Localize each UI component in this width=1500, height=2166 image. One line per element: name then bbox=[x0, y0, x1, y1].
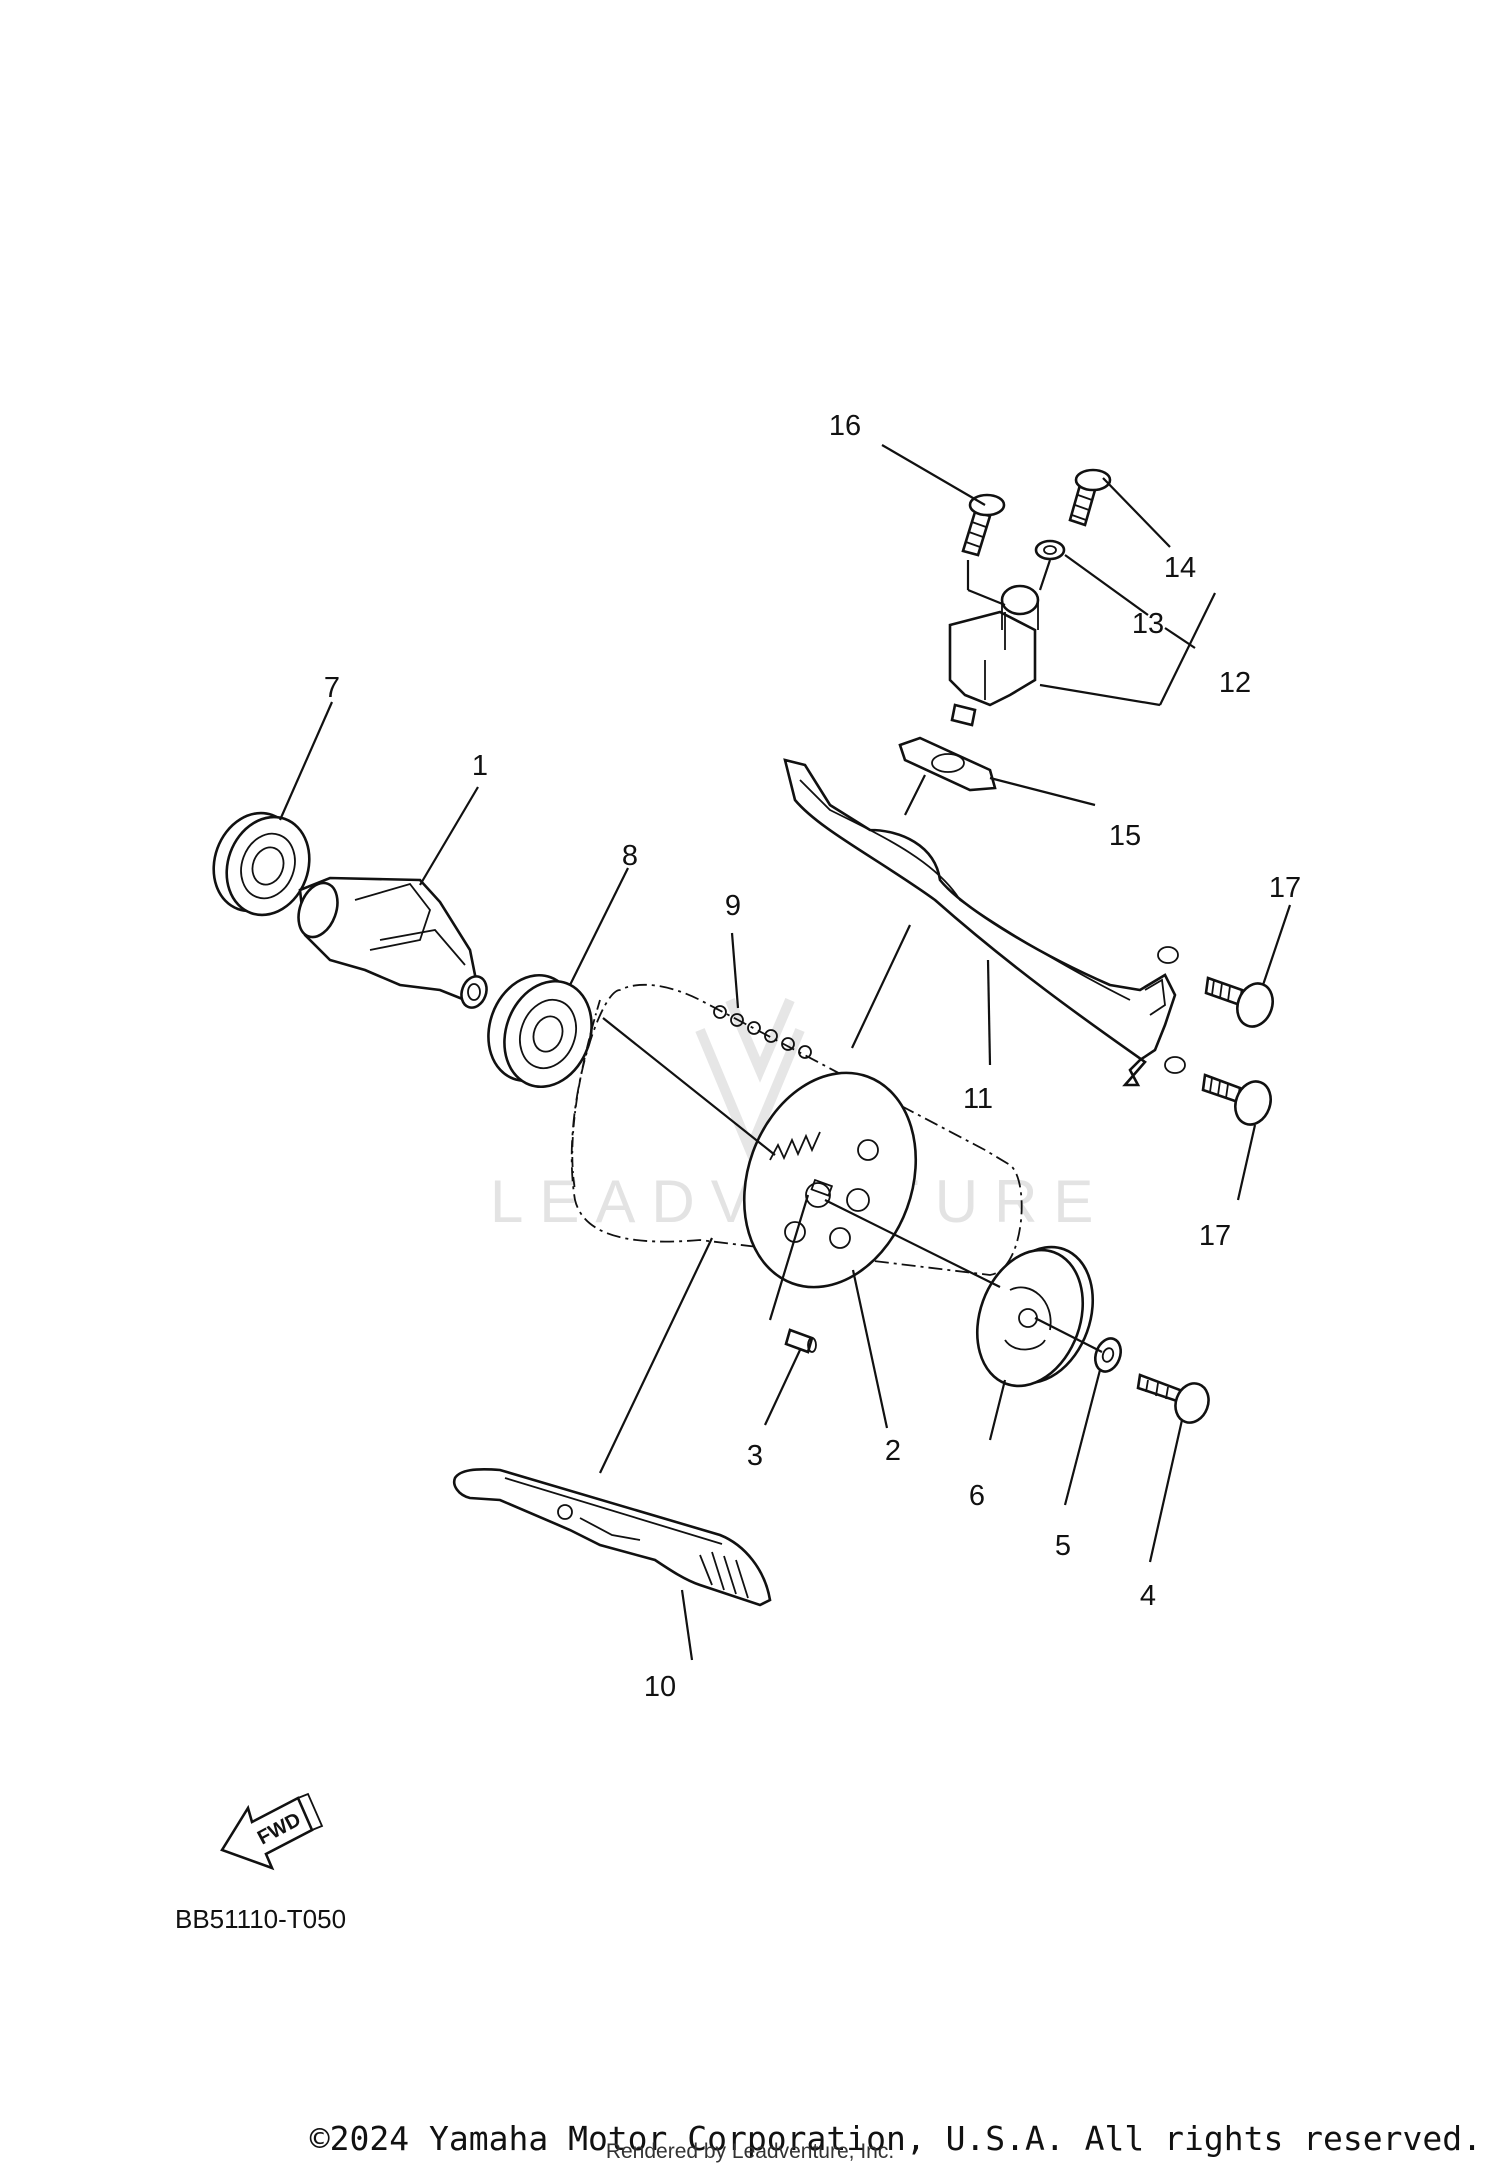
callout-10[interactable]: 10 bbox=[644, 1671, 676, 1703]
callout-12[interactable]: 12 bbox=[1219, 667, 1251, 699]
watermark-logo-icon bbox=[695, 998, 805, 1163]
part-17-bolt-lower[interactable] bbox=[1201, 1073, 1276, 1129]
part-14-bolt[interactable] bbox=[1068, 468, 1112, 527]
callout-13[interactable]: 13 bbox=[1132, 608, 1164, 640]
part-10-chain-guide[interactable] bbox=[452, 1467, 772, 1607]
assembly-lines bbox=[599, 559, 1103, 1474]
part-15-gasket[interactable] bbox=[898, 736, 997, 792]
copyright-notice: ©2024 Yamaha Motor Corporation, U.S.A. A… bbox=[310, 2119, 1482, 2158]
callout-8[interactable]: 8 bbox=[622, 840, 638, 872]
diagram-code: BB51110-T050 bbox=[175, 1904, 346, 1934]
callout-6[interactable]: 6 bbox=[969, 1480, 985, 1512]
rendered-by-notice: Rendered by Leadventure, Inc. bbox=[606, 2140, 894, 2163]
part-9-cam-chain[interactable] bbox=[570, 983, 1023, 1276]
callout-15[interactable]: 15 bbox=[1109, 820, 1141, 852]
chain-links-icon bbox=[713, 1005, 812, 1059]
callout-11[interactable]: 11 bbox=[963, 1083, 993, 1115]
part-5-washer[interactable] bbox=[1091, 1335, 1125, 1375]
callout-17-lower[interactable]: 17 bbox=[1199, 1220, 1231, 1252]
callout-5[interactable]: 5 bbox=[1055, 1530, 1071, 1562]
callout-14[interactable]: 14 bbox=[1164, 552, 1196, 584]
callout-16[interactable]: 16 bbox=[829, 410, 861, 442]
part-11-tensioner-guide[interactable] bbox=[783, 758, 1186, 1087]
callout-2[interactable]: 2 bbox=[885, 1435, 901, 1467]
fwd-arrow-icon: FWD bbox=[220, 1792, 324, 1871]
part-13-gasket[interactable] bbox=[1034, 539, 1066, 561]
part-6-plate[interactable] bbox=[959, 1232, 1111, 1401]
part-3-dowel-pin[interactable] bbox=[784, 1328, 817, 1354]
callout-1[interactable]: 1 bbox=[472, 750, 488, 782]
callout-9[interactable]: 9 bbox=[725, 890, 741, 922]
part-1-camshaft[interactable] bbox=[292, 876, 491, 1012]
callout-17-upper[interactable]: 17 bbox=[1269, 872, 1301, 904]
callout-3[interactable]: 3 bbox=[747, 1440, 763, 1472]
part-4-bolt[interactable] bbox=[1136, 1373, 1214, 1427]
part-12-tensioner-assembly[interactable] bbox=[948, 584, 1040, 727]
part-2-cam-sprocket[interactable] bbox=[715, 1049, 944, 1312]
part-17-bolt-upper[interactable] bbox=[1204, 976, 1278, 1031]
leader-lines bbox=[278, 444, 1292, 1661]
callout-7[interactable]: 7 bbox=[324, 672, 340, 704]
callout-labels: 7 1 8 9 16 14 13 12 15 17 11 17 3 2 6 5 … bbox=[324, 410, 1301, 1703]
callout-4[interactable]: 4 bbox=[1140, 1580, 1156, 1612]
part-8-bearing[interactable] bbox=[474, 963, 606, 1099]
part-7-bearing[interactable] bbox=[200, 801, 322, 926]
